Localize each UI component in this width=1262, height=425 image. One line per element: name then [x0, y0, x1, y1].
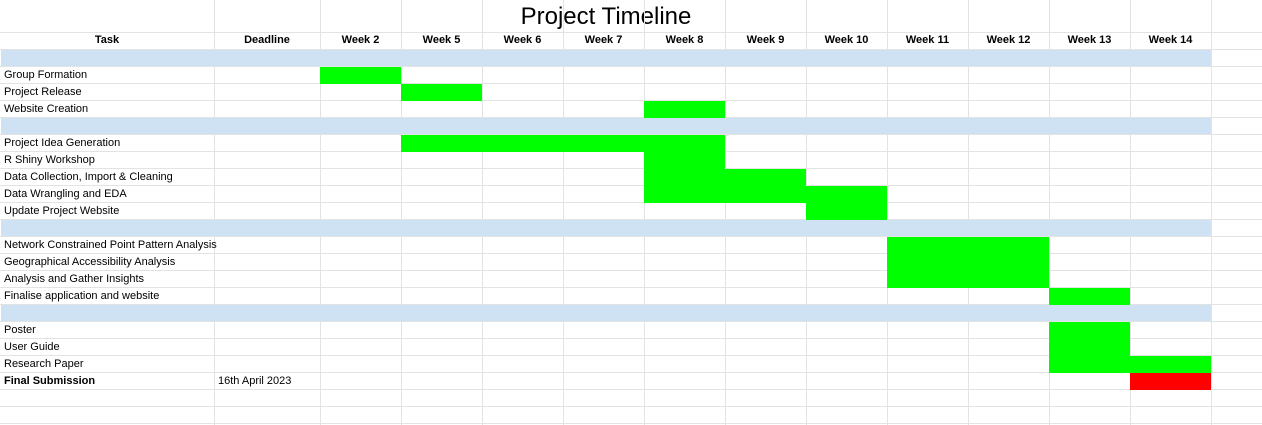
header-week-9: Week 9: [746, 34, 785, 46]
header-deadline: Deadline: [244, 34, 290, 46]
grid-row-line: [0, 406, 1262, 407]
task-label: R Shiny Workshop: [4, 154, 95, 166]
task-label: Poster: [4, 324, 36, 336]
gantt-bar: [320, 67, 401, 84]
grid-row-line: [0, 66, 1262, 67]
grid-row-line: [0, 49, 1262, 50]
grid-row-line: [0, 253, 1262, 254]
grid-column-line: [1049, 0, 1050, 425]
grid-row-line: [0, 100, 1262, 101]
header-week-14: Week 14: [1148, 34, 1193, 46]
grid-row-line: [0, 32, 1262, 33]
gantt-bar: [1049, 288, 1130, 305]
grid-row-line: [0, 134, 1262, 135]
task-label: Update Project Website: [4, 205, 120, 217]
grid-column-line: [401, 0, 402, 425]
gantt-bar: [401, 84, 482, 101]
gantt-bar: [401, 135, 725, 152]
section-separator-row: [1, 220, 1211, 236]
task-label: Finalise application and website: [4, 290, 160, 302]
section-separator-row: [1, 305, 1211, 321]
grid-row-line: [0, 185, 1262, 186]
deadline-value: 16th April 2023: [218, 375, 292, 387]
section-separator-row: [1, 118, 1211, 134]
grid-column-line: [887, 0, 888, 425]
header-week-8: Week 8: [665, 34, 704, 46]
grid-row-line: [0, 202, 1262, 203]
section-separator-row: [1, 50, 1211, 66]
header-week-12: Week 12: [986, 34, 1031, 46]
header-week-5: Week 5: [422, 34, 461, 46]
grid-column-line: [320, 0, 321, 425]
grid-column-line: [725, 0, 726, 425]
header-week-2: Week 2: [341, 34, 380, 46]
gantt-bar: [1049, 339, 1130, 356]
deadline-bar: [1130, 373, 1211, 390]
grid-row-line: [0, 389, 1262, 390]
gantt-bar: [887, 254, 1049, 271]
grid-column-line: [968, 0, 969, 425]
grid-row-line: [0, 287, 1262, 288]
grid-column-line: [1211, 0, 1212, 425]
task-label: User Guide: [4, 341, 60, 353]
task-label: Research Paper: [4, 358, 84, 370]
header-week-7: Week 7: [584, 34, 623, 46]
gantt-bar: [806, 203, 887, 220]
gantt-bar: [1049, 356, 1211, 373]
grid-column-line: [563, 0, 564, 425]
gantt-bar: [644, 169, 806, 186]
gantt-bar: [1049, 322, 1130, 339]
task-label: Data Collection, Import & Cleaning: [4, 171, 173, 183]
grid-row-line: [0, 83, 1262, 84]
task-label: Analysis and Gather Insights: [4, 273, 145, 285]
gantt-bar: [644, 186, 887, 203]
grid-row-line: [0, 355, 1262, 356]
grid-row-line: [0, 270, 1262, 271]
grid-column-line: [214, 0, 215, 425]
grid-row-line: [0, 219, 1262, 220]
gantt-bar: [644, 101, 725, 118]
grid-row-line: [0, 423, 1262, 424]
task-label: Geographical Accessibility Analysis: [4, 256, 176, 268]
grid-row-line: [0, 321, 1262, 322]
header-week-10: Week 10: [824, 34, 869, 46]
header-week-11: Week 11: [905, 34, 950, 46]
grid-row-line: [0, 117, 1262, 118]
grid-column-line: [644, 0, 645, 425]
grid-row-line: [0, 236, 1262, 237]
grid-row-line: [0, 304, 1262, 305]
header-task: Task: [94, 34, 120, 46]
header-week-6: Week 6: [503, 34, 542, 46]
grid-column-line: [1130, 0, 1131, 425]
sheet-title: Project Timeline: [520, 3, 692, 30]
gantt-bar: [887, 271, 1049, 288]
task-label: Final Submission: [4, 375, 96, 387]
task-label: Group Formation: [4, 69, 88, 81]
task-label: Project Idea Generation: [4, 137, 121, 149]
gantt-bar: [887, 237, 1049, 254]
grid-row-line: [0, 372, 1262, 373]
grid-row-line: [0, 168, 1262, 169]
task-label: Data Wrangling and EDA: [4, 188, 127, 200]
grid-column-line: [482, 0, 483, 425]
header-week-13: Week 13: [1067, 34, 1112, 46]
task-label: Project Release: [4, 86, 82, 98]
task-label: Network Constrained Point Pattern Analys…: [4, 239, 217, 251]
gantt-bar: [644, 152, 725, 169]
grid-row-line: [0, 338, 1262, 339]
task-label: Website Creation: [4, 103, 89, 115]
